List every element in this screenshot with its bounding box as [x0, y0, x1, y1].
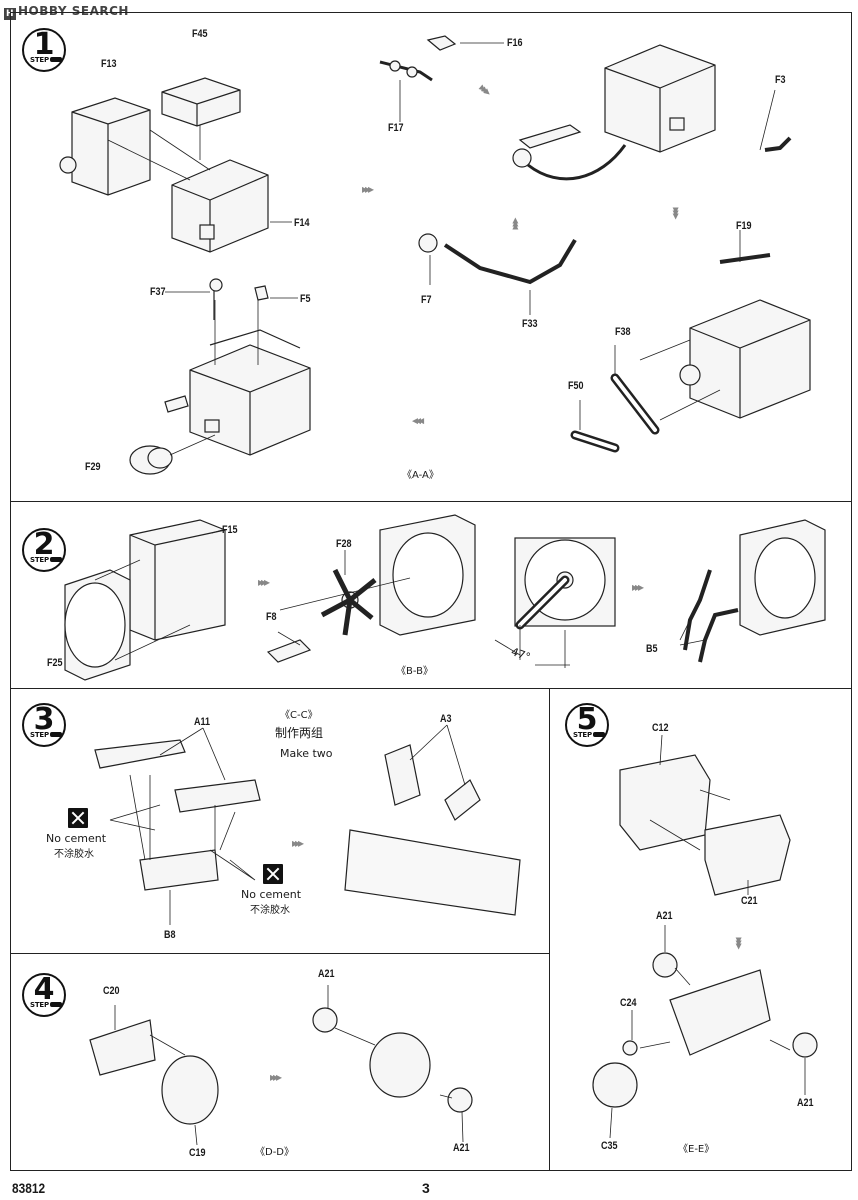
part-label-a11: A11 [194, 716, 211, 728]
flow-arrow-icon: ▸▸▸ [362, 182, 374, 196]
part-label-f16: F16 [507, 37, 523, 49]
tank-icon [50, 732, 62, 737]
make-two-note-cn: 制作两组 [275, 726, 324, 740]
page-number: 3 [422, 1180, 430, 1196]
part-label-f7: F7 [421, 294, 432, 306]
part-label-b8: B8 [164, 929, 176, 941]
tank-icon [50, 1002, 62, 1007]
flow-arrow-icon: ▸▸▸ [732, 937, 747, 947]
part-label-c21: C21 [741, 895, 758, 907]
part-label-f8: F8 [266, 611, 277, 623]
part-label-f37: F37 [150, 286, 166, 298]
part-label-f17: F17 [388, 122, 404, 134]
part-label-f33: F33 [522, 318, 538, 330]
flow-arrow-icon: ▸▸▸ [258, 575, 270, 589]
part-label-b5: B5 [646, 643, 658, 655]
flow-arrow-icon: ▸▸▸ [507, 220, 522, 230]
part-label-f3: F3 [775, 74, 786, 86]
part-label-f5: F5 [300, 293, 311, 305]
part-label-a21-top: A21 [318, 968, 335, 980]
step-4-badge: 4 STEP [22, 973, 66, 1017]
part-label-f15: F15 [222, 524, 238, 536]
step-3-badge: 3 STEP [22, 703, 66, 747]
section-label-e-e: 《E-E》 [678, 1144, 715, 1155]
part-label-f14: F14 [294, 217, 310, 229]
make-two-note-en: Make two [280, 747, 333, 760]
part-label-c12: C12 [652, 722, 669, 734]
part-label-a21-right: A21 [797, 1097, 814, 1109]
part-label-c20: C20 [103, 985, 120, 997]
kit-code: 83812 [12, 1180, 46, 1196]
section-label-a-a: 《A-A》 [402, 470, 439, 481]
part-label-f38: F38 [615, 326, 631, 338]
part-label-f19: F19 [736, 220, 752, 232]
no-cement-label-en: No cement [46, 832, 107, 845]
step-2-badge: 2 STEP [22, 528, 66, 572]
part-label-a21-bottom: A21 [453, 1142, 470, 1154]
part-label-c35: C35 [601, 1140, 618, 1152]
part-label-f28: F28 [336, 538, 352, 550]
no-cement-label-cn: 不涂胶水 [54, 849, 94, 860]
step-1-badge: 1 STEP [22, 28, 66, 72]
part-label-f13: F13 [101, 58, 117, 70]
part-label-f45: F45 [192, 28, 208, 40]
flow-arrow-icon: ▸▸▸ [669, 207, 684, 217]
part-label-f29: F29 [85, 461, 101, 473]
flow-arrow-icon: ▸▸▸ [415, 415, 425, 429]
section-label-b-b: 《B-B》 [396, 666, 433, 677]
no-cement-label-en: No cement [241, 888, 302, 901]
tank-icon [593, 732, 605, 737]
part-label-f25: F25 [47, 657, 63, 669]
part-label-a3: A3 [440, 713, 452, 725]
part-label-c24: C24 [620, 997, 637, 1009]
part-label-f50: F50 [568, 380, 584, 392]
tank-icon [50, 57, 62, 62]
section-label-d-d: 《D-D》 [255, 1147, 295, 1158]
part-label-c19: C19 [189, 1147, 206, 1159]
step-5-badge: 5 STEP [565, 703, 609, 747]
step-5-panel [549, 688, 852, 1171]
section-label-c-c: 《C-C》 [280, 710, 318, 721]
flow-arrow-icon: ▸▸▸ [270, 1070, 282, 1084]
flow-arrow-icon: ▸▸▸ [632, 580, 644, 594]
no-cement-icon [68, 808, 88, 828]
part-label-a21-left: A21 [656, 910, 673, 922]
no-cement-icon [263, 864, 283, 884]
no-cement-label-cn: 不涂胶水 [250, 905, 290, 916]
tank-icon [50, 557, 62, 562]
flow-arrow-icon: ▸▸▸ [292, 836, 304, 850]
